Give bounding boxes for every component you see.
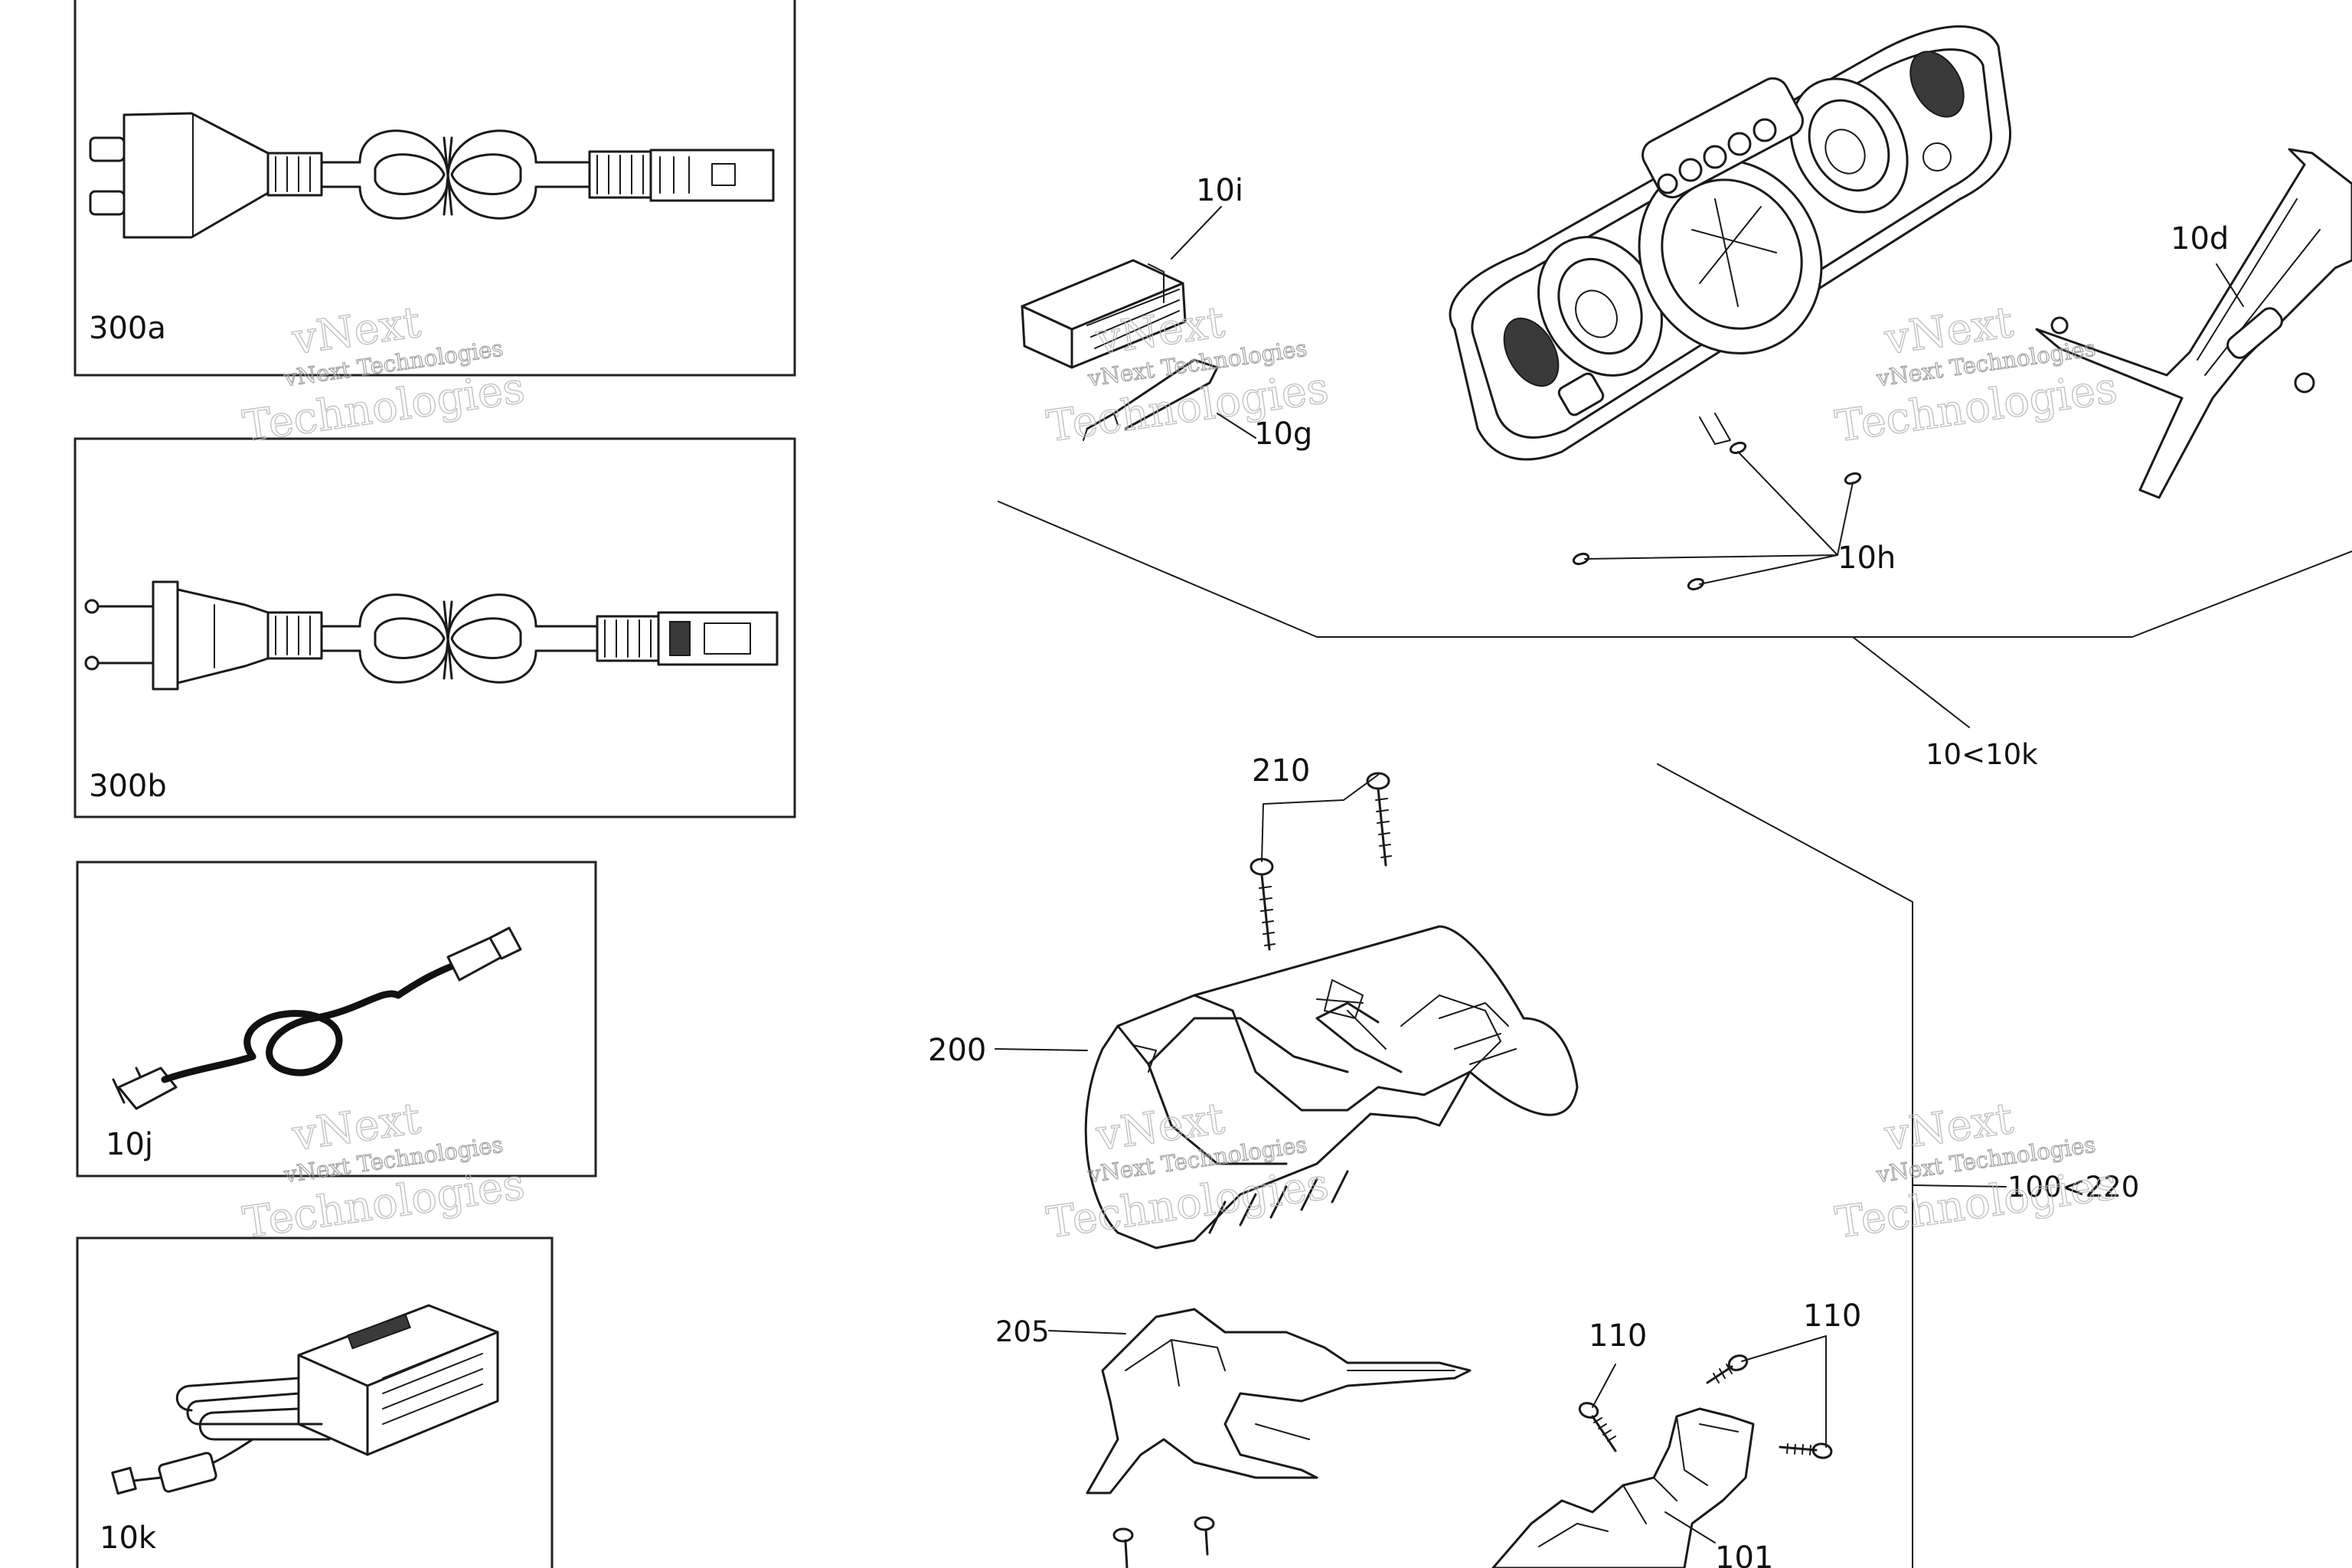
callout-10g: 10g <box>1254 416 1312 452</box>
inset-label: 300a <box>89 311 166 346</box>
group-bracket-100-220 <box>1657 763 2007 1568</box>
callout-10-10k: 10<10k <box>1926 738 2038 771</box>
watermark-1: vNext Technologies vNext Technologies <box>240 297 528 452</box>
part-10h-nuts <box>1572 441 1862 591</box>
callout-100-220: 100<220 <box>2007 1171 2139 1204</box>
part-210-screws <box>1250 772 1392 951</box>
leader-lines <box>995 206 2244 1544</box>
inset-frame <box>74 0 796 377</box>
inset-frame <box>76 861 597 1178</box>
watermark-6: vNext Technologies vNext Technologies <box>1832 1093 2121 1249</box>
inset-label: 10j <box>106 1127 153 1162</box>
callout-200: 200 <box>928 1033 986 1068</box>
inset-box-10j: 10j <box>76 861 597 1178</box>
part-101-mount <box>1491 1407 1755 1568</box>
watermark-4: vNext Technologies vNext Technologies <box>240 1093 528 1249</box>
part-10d-bracket <box>2035 148 2352 499</box>
inset-label: 300b <box>89 769 167 804</box>
callout-210: 210 <box>1252 753 1310 789</box>
callout-110-right: 110 <box>1803 1298 1861 1334</box>
group-bracket-10-10k <box>998 501 2352 728</box>
power-cord-eu-icon <box>84 580 779 691</box>
charger-unit-icon <box>111 1304 499 1495</box>
part-200-housing <box>1084 925 1579 1250</box>
callout-10d: 10d <box>2171 221 2229 256</box>
cable-coil-icon <box>112 926 522 1110</box>
part-bottom-screws <box>1112 1516 1215 1568</box>
part-205-bracket <box>1086 1308 1472 1494</box>
display-housing-assembly <box>1449 25 2012 461</box>
inset-frame <box>74 437 796 818</box>
callout-110-left: 110 <box>1589 1318 1647 1354</box>
callout-10h: 10h <box>1838 541 1896 576</box>
inset-frame <box>76 1236 554 1568</box>
part-110-screws <box>1578 1354 1833 1459</box>
inset-box-10k: 10k <box>76 1236 554 1568</box>
part-10g-clip <box>1083 358 1219 441</box>
inset-box-300a: 300a <box>74 0 796 377</box>
callout-205: 205 <box>995 1315 1050 1348</box>
callout-labels: 10i 10g 10d 10h 10<10k 210 200 100<220 2… <box>928 173 2229 1568</box>
watermark-3: vNext Technologies vNext Technologies <box>1832 297 2121 452</box>
inset-label: 10k <box>100 1521 157 1556</box>
power-cord-uk-icon <box>89 112 775 239</box>
callout-101: 101 <box>1715 1540 1773 1568</box>
inset-box-300b: 300b <box>74 437 796 818</box>
part-10i-connector <box>1021 259 1187 369</box>
callout-10i: 10i <box>1196 173 1243 208</box>
